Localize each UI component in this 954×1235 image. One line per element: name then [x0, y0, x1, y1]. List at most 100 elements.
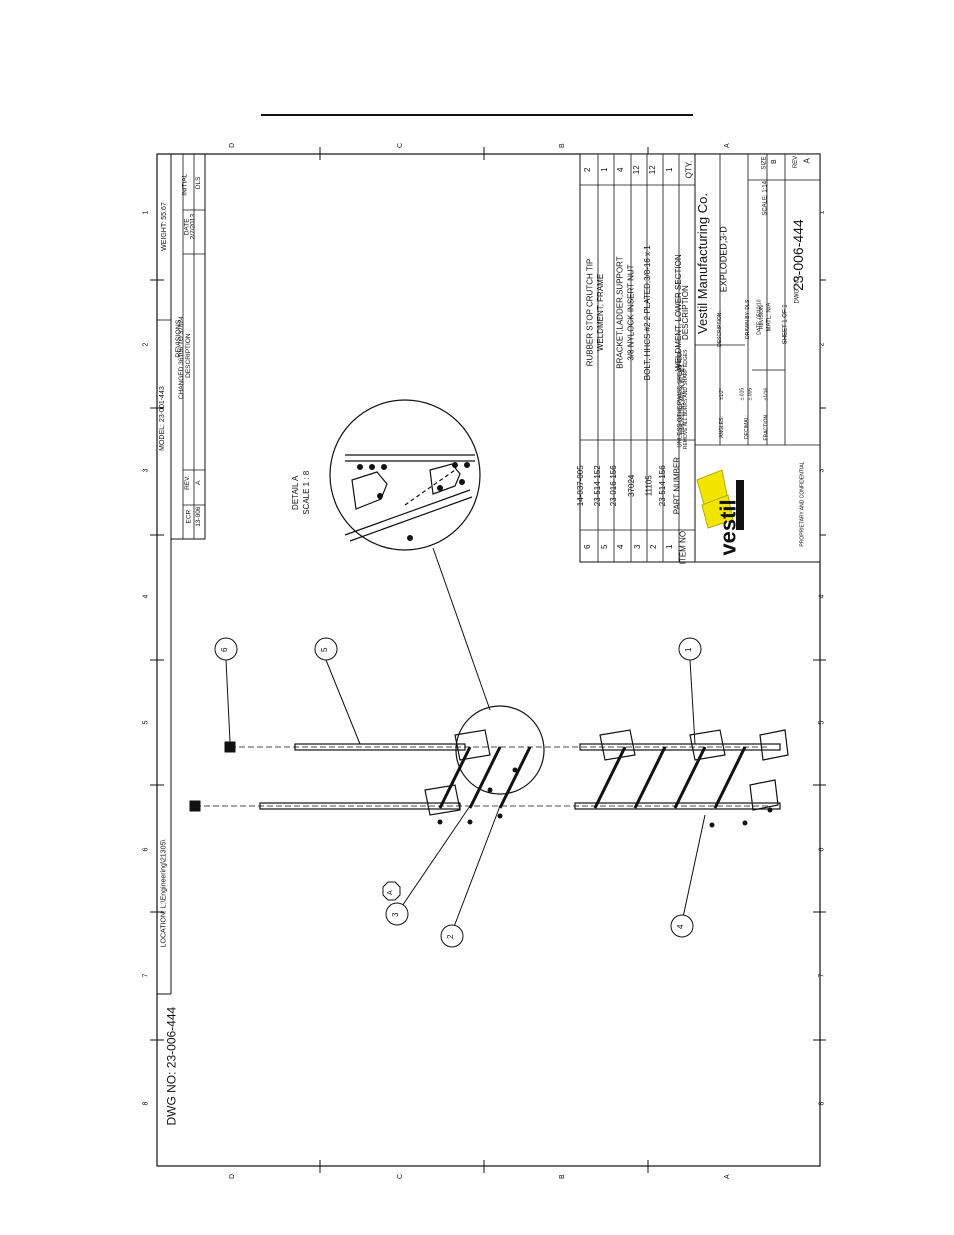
- zone-d-top: D: [229, 143, 236, 148]
- bom-header-item: ITEM NO.: [678, 529, 687, 565]
- zone-5-right: 5: [819, 721, 826, 725]
- weight-label: WEIGHT: 55.67: [161, 202, 168, 251]
- bom-row-1-part: 23-514-156: [658, 465, 667, 506]
- zone-a-bottom: A: [724, 1174, 731, 1179]
- dims-note: DIMENSIONS ARE IN INCHES: [680, 364, 686, 434]
- bom-row-5-part: 23-514-152: [593, 465, 602, 506]
- bom-row-2-qty: 12: [648, 165, 657, 174]
- bom-row-1-qty: 1: [665, 167, 674, 172]
- tol-fraction: ±1/16: [763, 388, 769, 401]
- zone-numbers-right: 1 2 3 4 5 6 7 8: [819, 211, 826, 1106]
- fraction-label: FRACTION:: [763, 414, 769, 441]
- rev-header-initial: INITIAL: [182, 173, 189, 195]
- bom-row-3-item: 3: [633, 544, 642, 549]
- material: MATL: N/A: [766, 303, 772, 332]
- rev-title-value: A: [803, 158, 812, 164]
- zone-3-left: 3: [143, 469, 150, 473]
- dwg-no-title-value: 23-006-444: [790, 219, 806, 291]
- balloon-5: 5: [314, 637, 338, 661]
- zone-a-top: A: [724, 143, 731, 148]
- ladder-assembly: [189, 729, 789, 828]
- bom-row-3-part: 37024: [627, 474, 636, 497]
- top-rule: [261, 114, 693, 116]
- zone-4-right: 4: [819, 595, 826, 599]
- bom-header-desc: DESCRIPTION: [681, 285, 690, 340]
- bom-row-6-item: 6: [583, 544, 592, 549]
- bom-row-1-item: 1: [665, 544, 674, 549]
- balloon-5-label: 5: [320, 647, 329, 652]
- bom-row-4-qty: 4: [616, 167, 625, 172]
- zone-numbers-left: 1 2 3 4 5 6 7 8: [143, 211, 150, 1106]
- revisions-table: REVISIONS ECR REV. DESCRIPTION DATE INIT…: [170, 153, 206, 540]
- rev-row-description: CHANGED 36106 TO 37024: [178, 316, 185, 399]
- detail-flag-label: A: [387, 890, 394, 895]
- header-strip: DWG NO: 23-006-444 LOCATION: L:\Engineer…: [157, 154, 179, 1126]
- rev-header-description: DESCRIPTION: [185, 333, 192, 378]
- detail-a: DETAIL A SCALE 1 : 8: [291, 399, 545, 795]
- bom-header-qty: QTY.: [684, 161, 693, 179]
- model-label: MODEL: 23-001-443: [159, 386, 166, 451]
- sheet-label: SHEET 1 OF 1: [782, 304, 788, 345]
- revision-label: REVISION: [759, 305, 765, 329]
- vestil-logo: vestil: [696, 469, 744, 556]
- dwg-no-title-label: DWG. NO.: [794, 275, 800, 304]
- rev-header-ecr: ECR: [186, 509, 193, 523]
- description-label: DESCRIPTION:: [717, 311, 723, 347]
- zone-1-left: 1: [143, 211, 150, 215]
- tol-decimal-b: ±.005: [747, 388, 753, 401]
- bom-row-2-item: 2: [649, 544, 658, 549]
- zone-c-top: C: [397, 143, 404, 148]
- description-value: EXPLODED,3-D: [718, 226, 728, 293]
- zone-b-top: B: [559, 143, 566, 148]
- balloon-3: 3: [385, 902, 409, 926]
- zone-letters-top: D C B A: [229, 143, 731, 148]
- zone-1-right: 1: [819, 211, 826, 215]
- bom-table: 6 14-037-005 RUBBER STOP CRUTCH TIP 2 5 …: [576, 153, 696, 565]
- balloon-1: 1: [678, 637, 702, 661]
- zone-7-right: 7: [819, 974, 826, 978]
- zone-c-bottom: C: [397, 1174, 404, 1179]
- zone-5-left: 5: [143, 721, 150, 725]
- company-name: Vestil Manufacturing Co.: [695, 193, 710, 334]
- rev-row-date: 2/7/2013: [189, 214, 196, 240]
- bom-row-5-item: 5: [600, 544, 609, 549]
- zone-2-right: 2: [819, 343, 826, 347]
- bom-row-6-desc: RUBBER STOP CRUTCH TIP: [585, 259, 594, 367]
- balloon-2-label: 2: [446, 934, 455, 939]
- rev-title-label: REV: [793, 156, 799, 168]
- bom-header-part: PART NUMBER: [672, 457, 681, 515]
- bom-row-5-desc: WELDMENT, FRAME: [596, 274, 605, 351]
- angles-label: ANGLES:: [719, 416, 725, 438]
- detail-scale: SCALE 1 : 8: [302, 470, 311, 515]
- zone-6-right: 6: [819, 848, 826, 852]
- proprietary-note: PROPRIETARY AND CONFIDENTIAL: [800, 461, 806, 546]
- rev-header-date: DATE: [183, 218, 190, 236]
- rev-row-rev: A: [195, 480, 202, 485]
- balloons: 6 5 1 3 2 4 A: [214, 637, 702, 948]
- bom-row-3-qty: 12: [632, 165, 641, 174]
- bom-row-4-item: 4: [616, 544, 625, 549]
- rev-row-ecr: 13-006: [195, 506, 202, 527]
- bom-row-2-part: 11105: [644, 475, 653, 497]
- bom-row-6-qty: 2: [583, 167, 592, 172]
- balloon-6-label: 6: [220, 647, 229, 652]
- balloon-1-label: 1: [684, 647, 693, 652]
- burrs-note: REMOVE ALL BURRS AND SHARP EDGES: [683, 349, 689, 449]
- zone-3-right: 3: [819, 469, 826, 473]
- zone-d-bottom: D: [229, 1174, 236, 1179]
- scale-value: SCALE: 1:14: [763, 180, 769, 215]
- unless-note: UNLESS OTHERWISE SPECIFIED:: [678, 350, 684, 447]
- drawn-by: DRAWN BY: DLS: [745, 299, 751, 339]
- title-block: vestil UNLESS OTHERWISE SPECIFIED: REMOV…: [678, 153, 821, 563]
- detail-title: DETAIL A: [291, 475, 300, 510]
- location-label: LOCATION: L:\Engineering\21305\: [160, 840, 167, 948]
- bom-row-5-qty: 1: [600, 167, 609, 172]
- bom-row-4-desc: BRACKET,LADDER,SUPPORT: [616, 256, 625, 368]
- zone-8-left: 8: [143, 1102, 150, 1106]
- tol-angle: ±1/2°: [719, 388, 725, 400]
- rev-header-rev: REV.: [184, 475, 191, 490]
- bom-row-3-desc: 3/8 NYLOCK INSERT NUT: [627, 264, 636, 360]
- zone-2-left: 2: [143, 343, 150, 347]
- zone-7-left: 7: [143, 974, 150, 978]
- rev-row-initial: DLS: [195, 176, 202, 189]
